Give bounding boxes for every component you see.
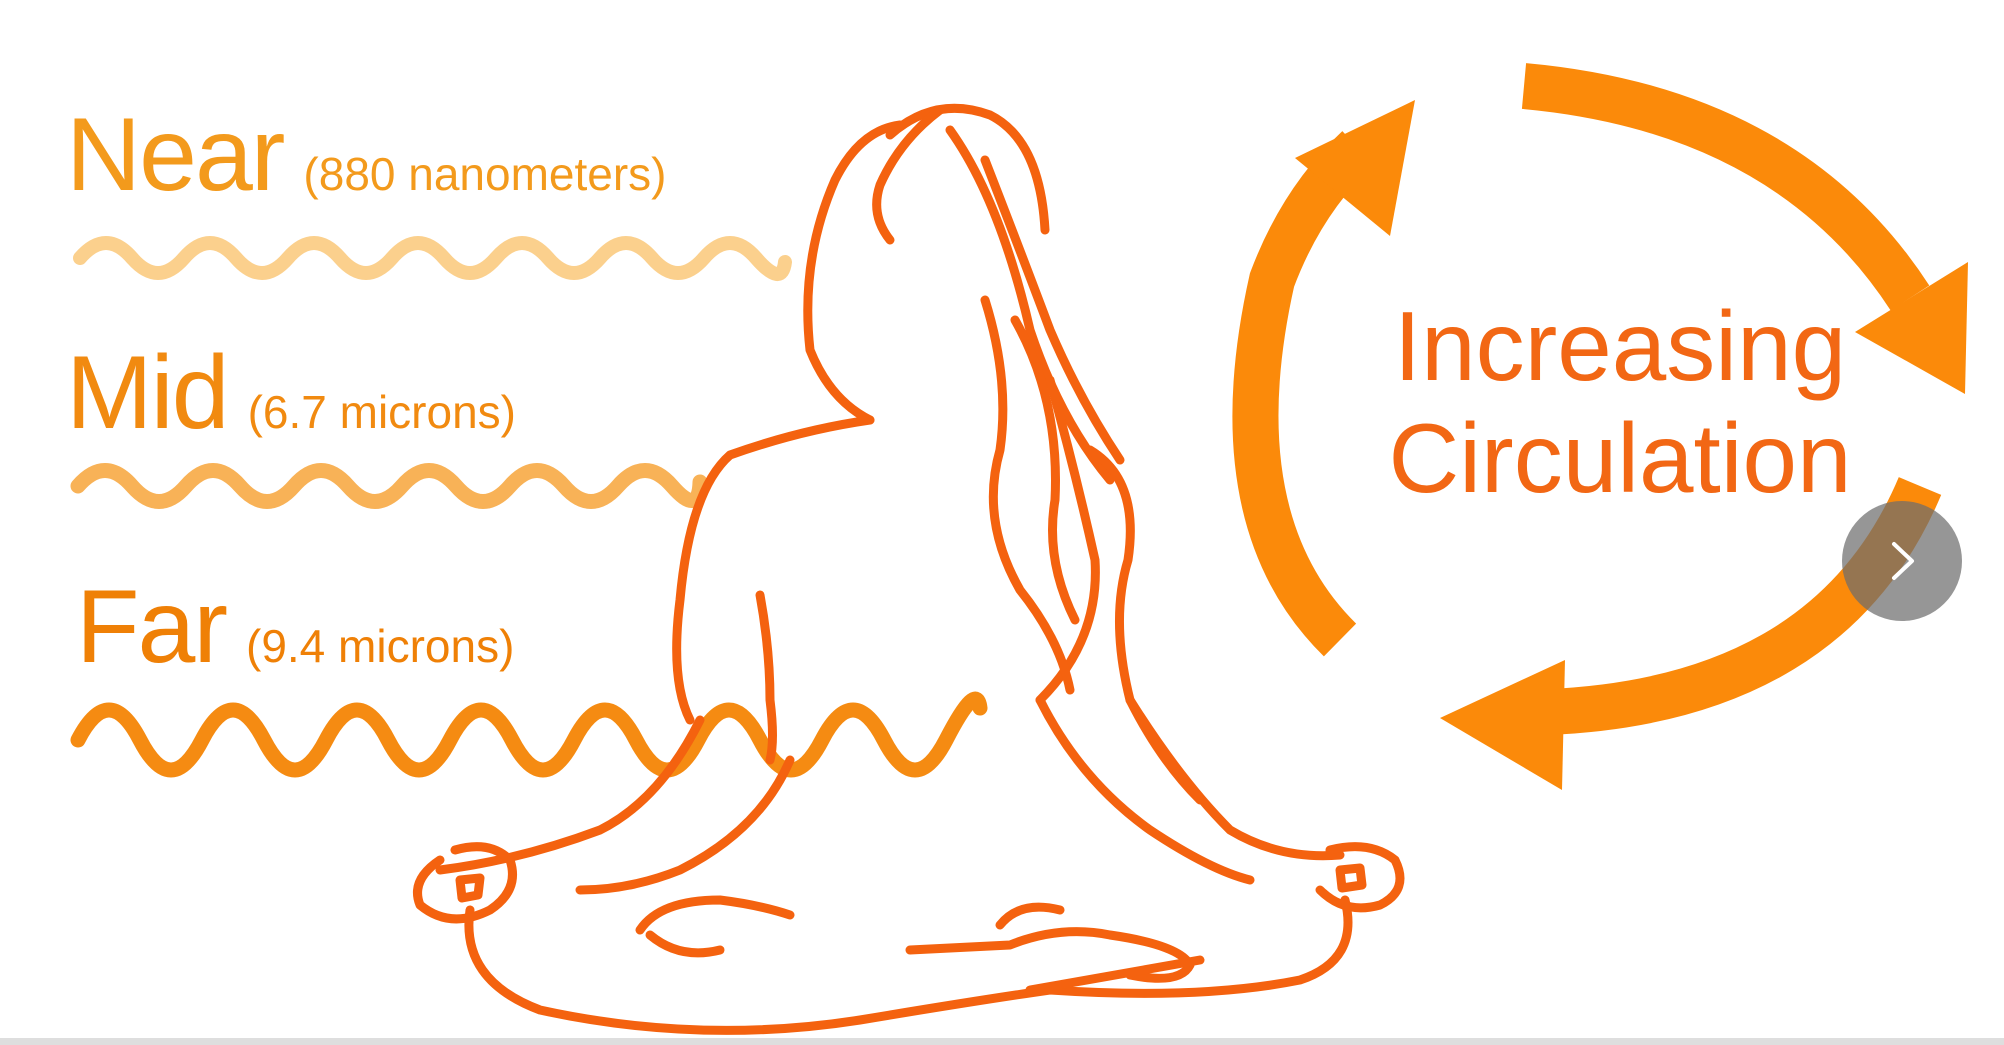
next-slide-button[interactable] <box>1842 501 1962 621</box>
circulation-text-line1: Increasing <box>1393 291 1847 401</box>
circulation-text: Increasing Circulation <box>1360 290 1880 514</box>
chevron-right-icon <box>1892 542 1914 580</box>
mid-label: Mid(6.7 microns) <box>66 341 516 445</box>
far-label-detail: (9.4 microns) <box>246 620 515 672</box>
far-label-name: Far <box>76 569 228 685</box>
circulation-text-line2: Circulation <box>1388 403 1852 513</box>
near-label-detail: (880 nanometers) <box>303 148 667 200</box>
meditating-woman-icon <box>413 103 1405 1035</box>
near-label: Near(880 nanometers) <box>66 103 667 207</box>
near-label-name: Near <box>66 97 285 213</box>
mid-label-detail: (6.7 microns) <box>247 386 516 438</box>
circulation-arrows-icon <box>1232 63 1968 790</box>
mid-wave <box>70 463 708 509</box>
bottom-divider <box>0 1038 2004 1045</box>
near-wave <box>73 236 792 281</box>
far-label: Far(9.4 microns) <box>76 575 514 679</box>
far-wave <box>70 691 988 778</box>
mid-label-name: Mid <box>66 335 230 451</box>
